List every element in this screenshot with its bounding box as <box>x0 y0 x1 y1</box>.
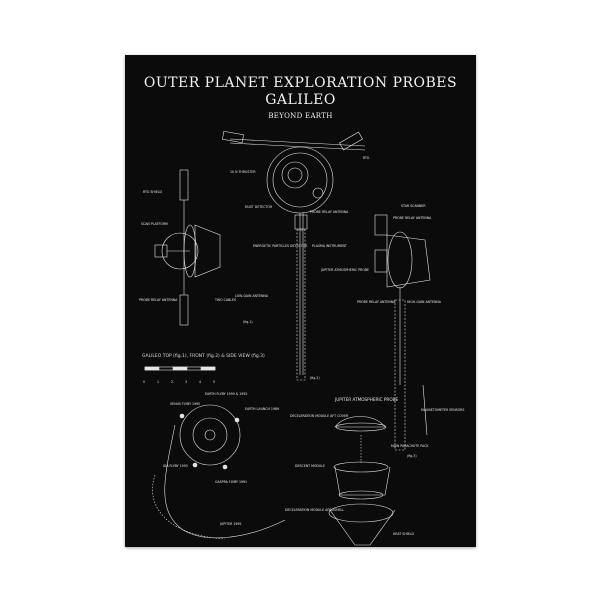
scale-tick-2: 2 <box>171 380 173 384</box>
label-ida-flyby: IDA FLYBY 1993 <box>163 464 188 468</box>
label-probe-relay-antenna-right: PROBE RELAY ANTENNA <box>393 216 432 220</box>
label-jupiter-atmospheric-probe: JUPITER ATMOSPHERIC PROBE <box>320 268 369 272</box>
label-rtg: RTG <box>363 156 370 160</box>
label-probe-relay-antenna-center: PROBE RELAY ANTENNA <box>310 210 349 214</box>
label-rtg-shield: RTG SHIELD <box>143 190 163 194</box>
label-venus-flyby: VENUS FLYBY 1990 <box>170 402 200 406</box>
label-thruster: 10 N THRUSTER <box>230 170 256 174</box>
scale-caption: GALILEO TOP (fig.1), FRONT (fig.2) & SID… <box>142 354 265 359</box>
label-earth-flyby: EARTH FLYBY 1990 & 1992 <box>205 392 247 396</box>
label-main-parachute: MAIN PARACHUTE PACK <box>391 444 429 448</box>
label-magnetometer-sensors: MAGNETOMETER SENSORS <box>421 408 464 412</box>
label-star-scanner: STAR SCANNER <box>401 204 426 208</box>
probe-title: JUPITER ATMOSPHERIC PROBE <box>334 397 398 402</box>
label-aft-cover: DECELERATION MODULE AFT COVER <box>290 414 349 418</box>
atmospheric-probe-drawing <box>328 416 396 546</box>
scale-tick-3: 3 <box>185 380 187 384</box>
label-jupiter-arrival: JUPITER 1995 <box>219 522 241 526</box>
label-probe-relay-antenna-right-2: PROBE RELAY ANTENNA <box>357 300 396 304</box>
diagram-labels: RTG SHIELD SCAN PLATFORM PROBE RELAY ANT… <box>139 156 464 536</box>
label-dust-detector: DUST DETECTOR <box>245 205 273 209</box>
label-probe-relay-antenna: PROBE RELAY ANTENNA <box>139 298 178 302</box>
fig-label-1: (fig.1) <box>243 320 253 324</box>
label-high-gain-antenna: HIGH-GAIN ANTENNA <box>407 300 442 304</box>
label-earth-launch: EARTH LAUNCH 1989 <box>245 407 279 411</box>
label-gaspra-flyby: GASPRA FLYBY 1991 <box>215 480 247 484</box>
scale-tick-1: 1 <box>157 380 159 384</box>
scale-tick-5: 5 <box>213 380 215 384</box>
poster-title: OUTER PLANET EXPLORATION PROBES <box>143 75 458 91</box>
label-two-cables: TWO CABLES <box>214 298 236 302</box>
galileo-side-view-left-drawing <box>154 169 221 326</box>
label-scan-platform: SCAN PLATFORM <box>141 222 168 226</box>
label-descent-module: DESCENT MODULE <box>295 464 325 468</box>
scale-tick-4: 4 <box>199 380 201 384</box>
fig-label-2: (fig.2) <box>310 376 320 380</box>
fig-label-3: (fig.3) <box>407 454 417 458</box>
galileo-side-view-right-drawing <box>374 214 431 451</box>
label-energetic-particles: ENERGETIC PARTICLES DETECTOR <box>253 244 308 248</box>
galileo-top-view-drawing <box>222 130 366 381</box>
label-low-gain-antenna: LOW-GAIN ANTENNA <box>235 294 269 298</box>
blueprint-drawing: RTG SHIELD SCAN PLATFORM PROBE RELAY ANT… <box>139 130 464 546</box>
poster-subtitle: BEYOND EARTH <box>268 112 333 120</box>
scale-bar <box>144 366 216 371</box>
label-aeroshell: DECELERATION MODULE AEROSHELL <box>285 508 344 512</box>
orbit-trajectory-diagram <box>152 404 286 540</box>
label-heat-shield: HEAT SHIELD <box>393 532 414 536</box>
scale-tick-0: 0 <box>143 380 145 384</box>
blueprint-poster: OUTER PLANET EXPLORATION PROBES GALILEO … <box>125 55 476 547</box>
poster-title-galileo: GALILEO <box>265 92 336 108</box>
label-plasma-instrument: PLASMA INSTRUMENT <box>312 244 347 248</box>
